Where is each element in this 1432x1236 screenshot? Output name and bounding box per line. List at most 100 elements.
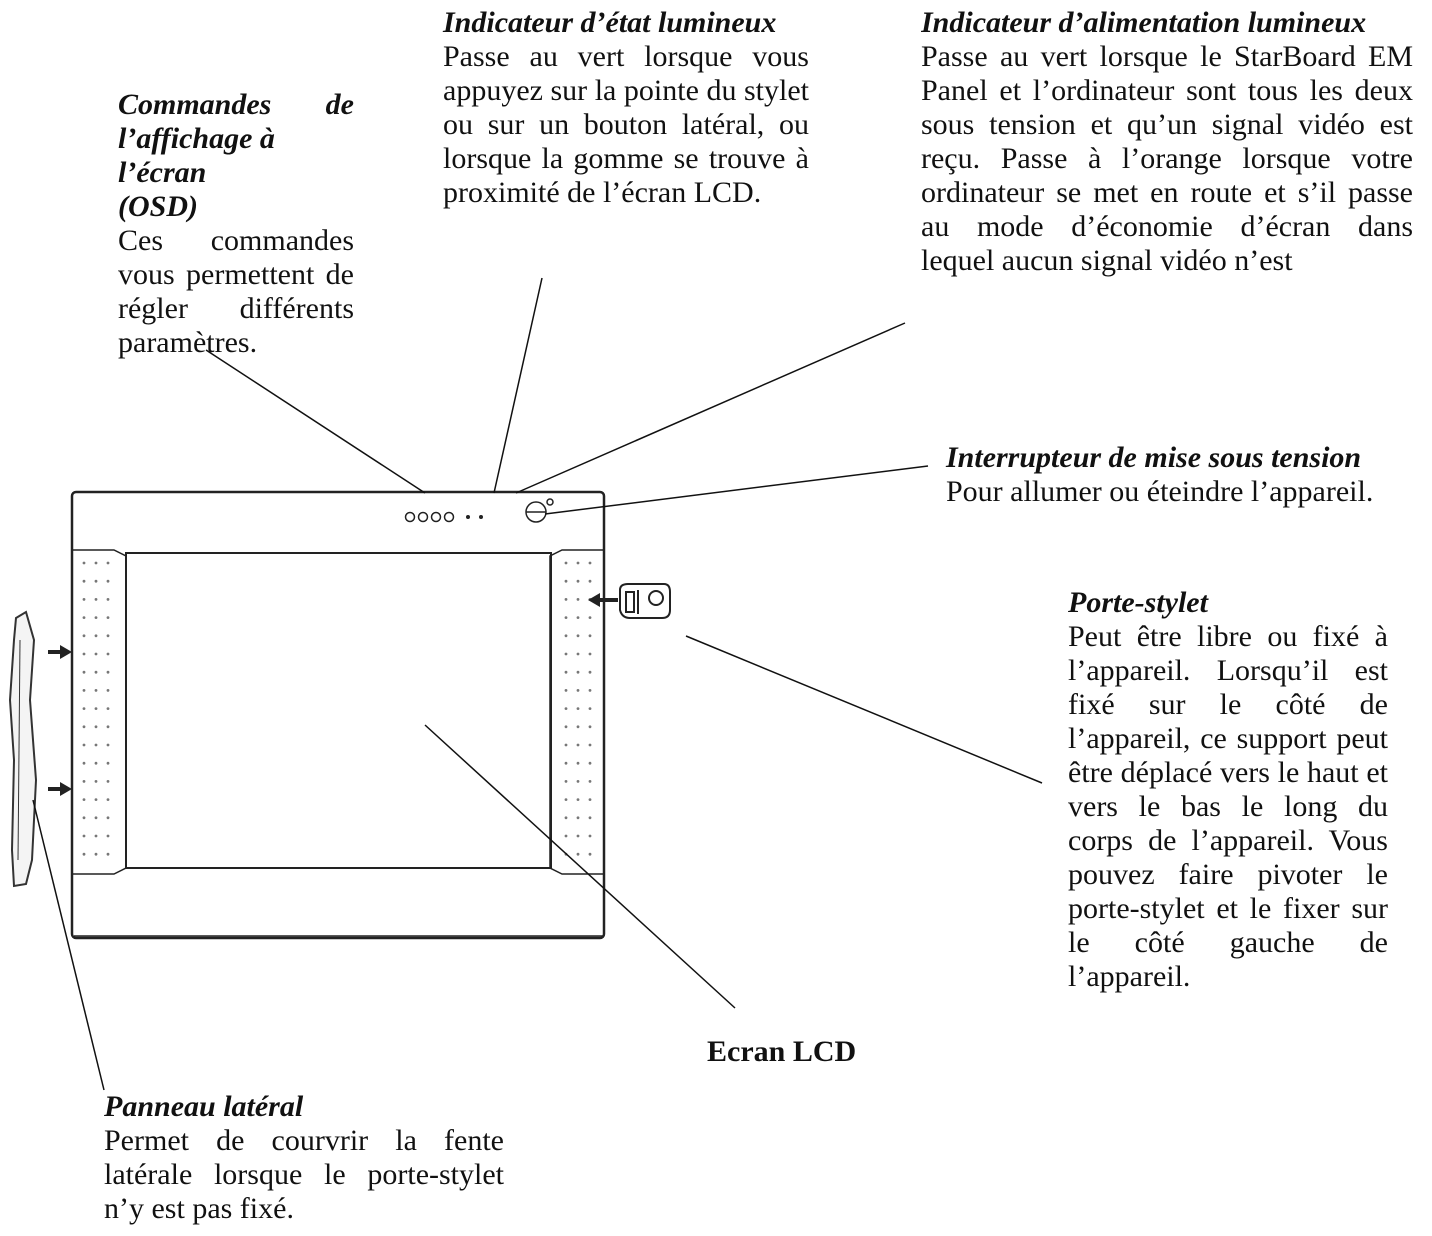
grid-dot — [94, 689, 98, 692]
status-led-title: Indicateur d’état lumineux — [443, 6, 777, 39]
grid-dot — [106, 834, 110, 838]
tablet-body — [70, 490, 606, 940]
grid-dot — [82, 852, 86, 856]
grid-dot — [576, 725, 580, 729]
status-led-callout: Indicateur d’état lumineux Passe au vert… — [443, 6, 809, 210]
grid-dot — [82, 725, 86, 729]
grid-dot — [588, 780, 592, 783]
grid-dot — [94, 852, 98, 856]
pen-holder-title: Porte-stylet — [1068, 586, 1208, 619]
osd-title-line1: Commandes de — [118, 88, 354, 122]
grid-dot — [94, 780, 98, 783]
grid-dot — [576, 561, 580, 565]
grid-dot — [94, 834, 98, 838]
grid-dot — [106, 652, 110, 656]
grid-dot — [82, 652, 86, 656]
power-switch-callout: Interrupteur de mise sous tension Pour a… — [946, 441, 1416, 509]
grid-dot — [588, 834, 592, 838]
power-led-callout: Indicateur d’alimentation lumineux Passe… — [921, 6, 1413, 338]
grid-dot — [588, 761, 592, 765]
grid-dot — [106, 852, 110, 856]
grid-dot — [82, 707, 86, 710]
status-led-description: Passe au vert lorsque vous appuyez sur l… — [443, 40, 809, 209]
grid-dot — [564, 761, 568, 765]
side-panel-description: Permet de courvrir la fente latérale lor… — [104, 1124, 504, 1225]
grid-dot — [588, 725, 592, 729]
grid-dot — [564, 670, 568, 674]
grid-dot — [106, 689, 110, 692]
grid-dot — [82, 579, 86, 583]
osd-button-icon — [404, 511, 455, 523]
grid-dot — [82, 816, 86, 820]
osd-title-line3: (OSD) — [118, 190, 198, 223]
grid-dot — [106, 743, 110, 747]
grid-dot — [588, 634, 592, 638]
grid-dot — [106, 707, 110, 710]
grid-dot — [82, 616, 86, 619]
grid-dot — [576, 816, 580, 820]
grid-dot — [588, 616, 592, 619]
grid-dot — [82, 634, 86, 638]
grid-dot — [588, 561, 592, 565]
grid-dot — [94, 743, 98, 747]
side-panel-callout: Panneau latéral Permet de courvrir la fe… — [104, 1090, 504, 1226]
grid-dot — [564, 834, 568, 838]
grid-dot — [588, 816, 592, 820]
grid-dot — [588, 707, 592, 710]
lcd-screen — [125, 552, 552, 869]
grid-dot — [564, 689, 568, 692]
grid-dot — [106, 725, 110, 729]
grid-dot — [106, 780, 110, 783]
grid-dot — [94, 707, 98, 710]
grid-dot — [564, 579, 568, 583]
power-switch-description: Pour allumer ou éteindre l’appareil. — [946, 475, 1374, 508]
grid-dot — [588, 652, 592, 656]
pen-holder-icon — [619, 583, 671, 619]
osd-title-line2: l’affichage à l’écran — [118, 122, 275, 189]
grid-dot — [106, 670, 110, 674]
pen-holder-description: Peut être libre ou fixé à l’appareil. Lo… — [1068, 620, 1388, 993]
grid-dot — [94, 616, 98, 619]
grid-dot — [94, 652, 98, 656]
grid-dot — [94, 670, 98, 674]
grid-dot — [588, 852, 592, 856]
grid-dot — [588, 579, 592, 583]
grid-dot — [106, 634, 110, 638]
grid-dot — [106, 561, 110, 565]
power-switch-title: Interrupteur de mise sous tension — [946, 441, 1362, 474]
power-button-icon — [525, 498, 554, 523]
grid-dot — [94, 598, 98, 601]
grid-dot — [576, 616, 580, 619]
grid-dot — [94, 634, 98, 638]
grid-dot — [576, 780, 580, 783]
lcd-label: Ecran LCD — [707, 1035, 857, 1068]
grid-dot — [82, 598, 86, 601]
side-panel-title: Panneau latéral — [104, 1090, 304, 1123]
grid-dot — [576, 798, 580, 801]
power-led-title: Indicateur d’alimentation lumineux — [921, 6, 1367, 39]
grid-dot — [82, 689, 86, 692]
grid-dot — [106, 761, 110, 765]
grid-dot — [564, 707, 568, 710]
grid-dot — [588, 798, 592, 801]
grid-dot — [564, 780, 568, 783]
osd-description: Ces commandes vous permettent de régler … — [118, 224, 354, 359]
right-dot-grid — [564, 561, 592, 856]
grid-dot — [82, 761, 86, 765]
grid-dot — [106, 816, 110, 820]
grid-dot — [564, 743, 568, 747]
grid-dot — [576, 634, 580, 638]
grid-dot — [576, 834, 580, 838]
power-led-description: Passe au vert lorsque le StarBoard EM Pa… — [921, 40, 1413, 277]
grid-dot — [82, 780, 86, 783]
leader-lines — [32, 277, 1043, 1091]
side-panel-icon — [8, 610, 38, 888]
grid-dot — [94, 561, 98, 565]
grid-dot — [564, 652, 568, 656]
grid-dot — [576, 743, 580, 747]
grid-dot — [564, 634, 568, 638]
grid-dot — [82, 834, 86, 838]
grid-dot — [588, 689, 592, 692]
grid-dot — [564, 816, 568, 820]
